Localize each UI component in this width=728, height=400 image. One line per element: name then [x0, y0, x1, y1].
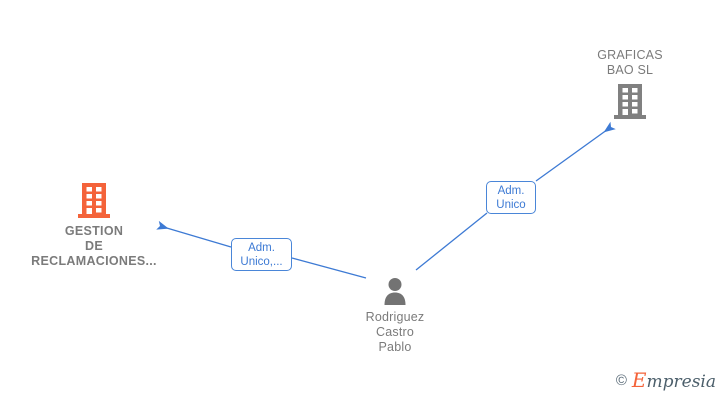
company-building-icon [612, 83, 648, 121]
brand-initial: E [631, 368, 647, 392]
graph-node-label: GESTION DE RECLAMACIONES... [31, 224, 157, 268]
graph-node-gestion-de-reclamaciones[interactable]: GESTION DE RECLAMACIONES... [14, 182, 174, 269]
empresia-watermark: © Empresia [616, 370, 716, 391]
edge-person-to-right-label [415, 212, 488, 271]
graph-node-graficas-bao-sl[interactable]: GRAFICAS BAO SL [550, 48, 710, 121]
brand-logo-text: Empresia [632, 370, 716, 391]
edge-right-label-to-graficas [535, 121, 616, 182]
graph-node-label: GRAFICAS BAO SL [597, 48, 663, 77]
copyright-icon: © [615, 372, 627, 389]
graph-node-rodriguez-castro-pablo[interactable]: Rodriguez Castro Pablo [315, 276, 475, 355]
edge-label-adm-unico-gestion[interactable]: Adm. Unico,... [231, 238, 292, 271]
person-avatar-icon [380, 276, 410, 306]
brand-rest: mpresia [646, 372, 717, 392]
company-building-icon [76, 182, 112, 220]
edge-label-adm-unico-graficas[interactable]: Adm. Unico [486, 181, 536, 214]
graph-node-label: Rodriguez Castro Pablo [365, 310, 425, 354]
edge-person-to-left-label [291, 257, 367, 279]
edge-left-label-to-gestion [156, 220, 232, 248]
